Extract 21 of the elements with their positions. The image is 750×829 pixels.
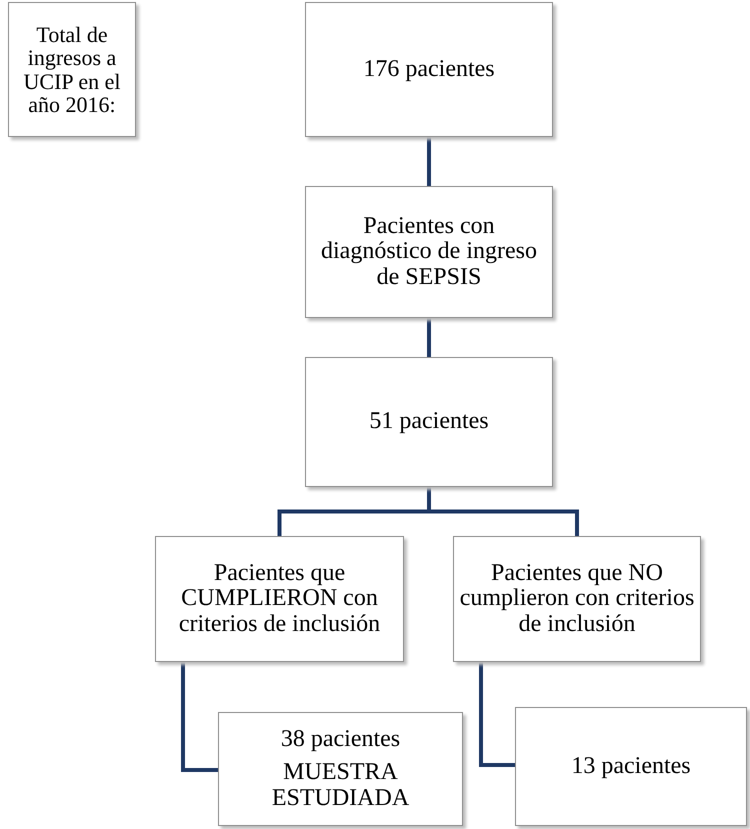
process-box: [305, 2, 553, 137]
box-text: MUESTRA ESTUDIADA: [270, 760, 410, 811]
process-box: [453, 536, 701, 662]
process-box: [305, 357, 553, 487]
process-box: [155, 536, 404, 662]
box-text: 13 pacientes: [571, 754, 691, 780]
box-text: 176 pacientes: [363, 56, 495, 82]
connector-line: [427, 137, 431, 186]
process-box: [218, 712, 463, 826]
connector-line: [181, 662, 218, 772]
connector-line: [479, 662, 515, 767]
process-box: [8, 2, 136, 137]
box-text: 38 pacientes: [280, 727, 400, 752]
box-text: Pacientes que CUMPLIERON con criterios de inclusión: [178, 561, 382, 637]
box-text: 51 pacientes: [369, 409, 489, 435]
box-text: Pacientes con diagnóstico de ingreso de SEPSIS: [320, 214, 538, 290]
process-box: [305, 186, 553, 318]
process-box: [515, 707, 747, 826]
connector-line: [427, 318, 431, 357]
box-text: Pacientes que NO cumplieron con criterios de inclusión: [458, 561, 696, 637]
box-text: Total de ingresos a UCIP en el año 2016:: [22, 23, 122, 116]
